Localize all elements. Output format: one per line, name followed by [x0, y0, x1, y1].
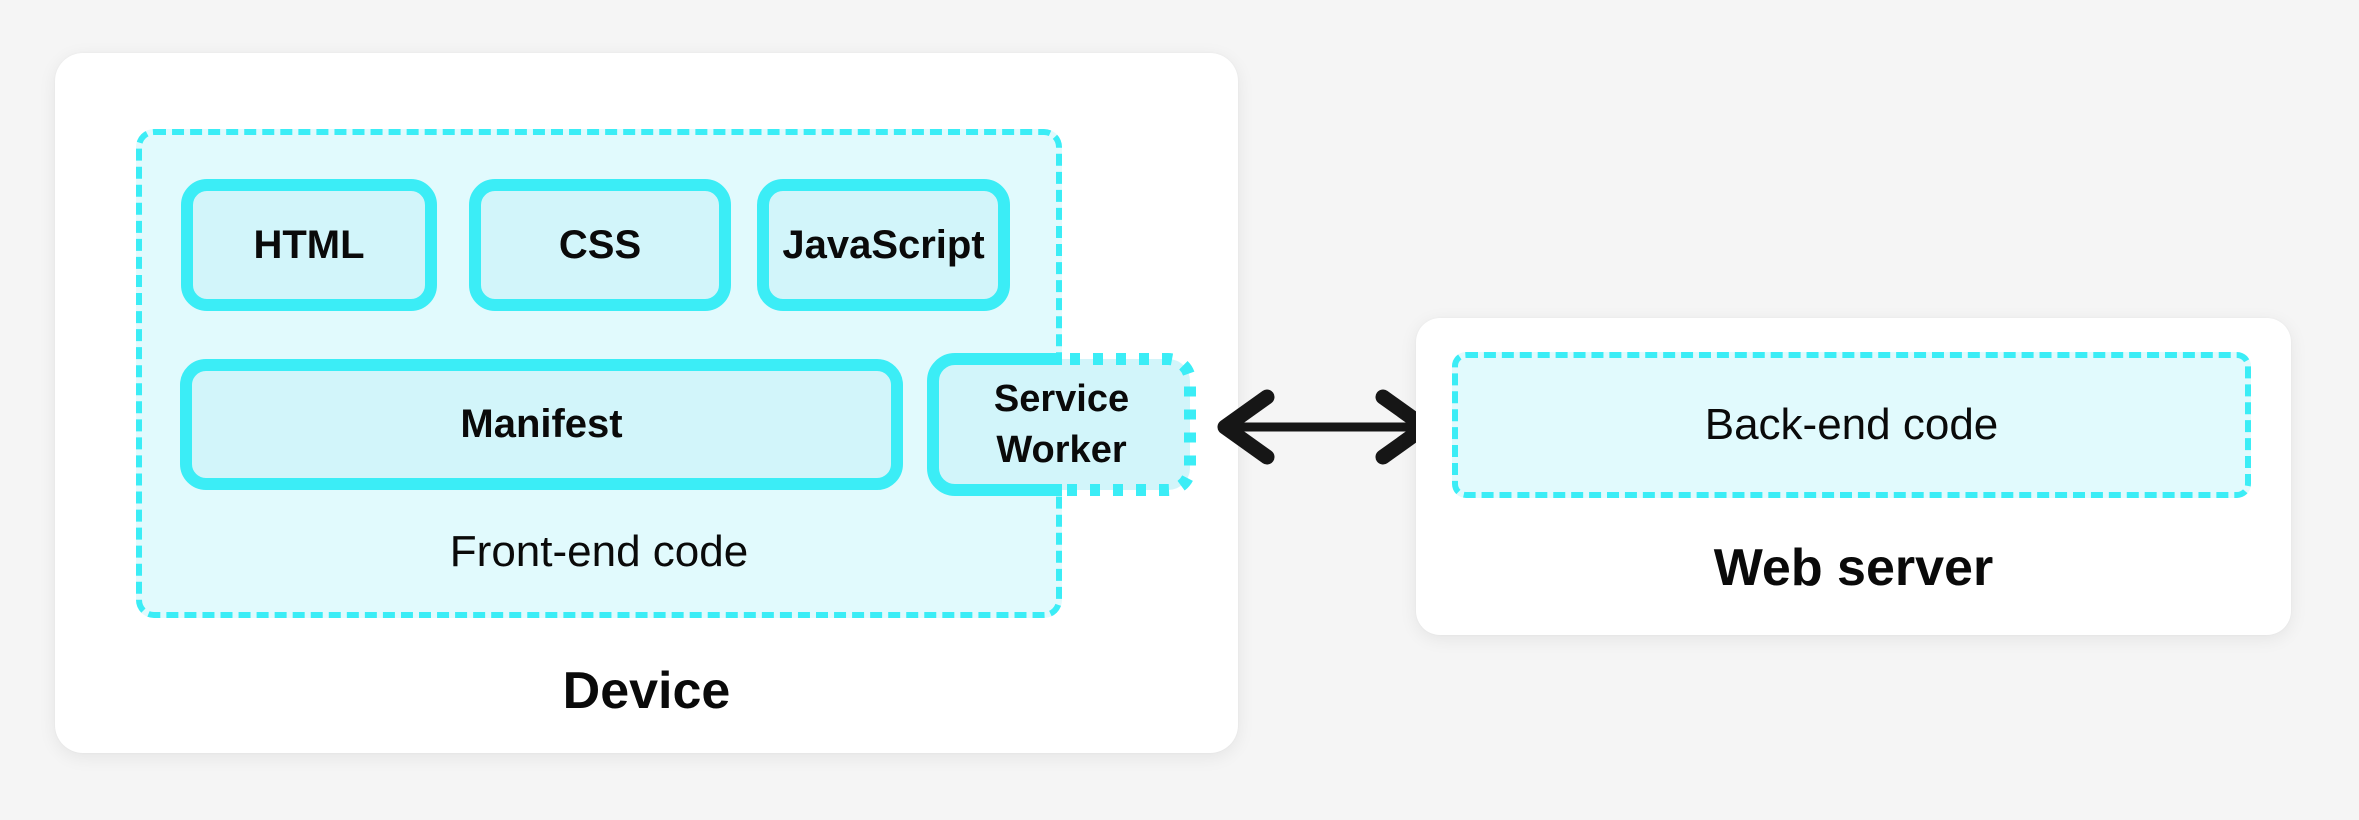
html-box: HTML — [181, 179, 437, 311]
css-box: CSS — [469, 179, 731, 311]
manifest-box-label: Manifest — [460, 402, 623, 446]
html-box-label: HTML — [253, 222, 365, 267]
web-server-label: Web server — [1713, 539, 1994, 597]
manifest-box: Manifest — [180, 359, 903, 490]
device-label: Device — [562, 662, 731, 720]
css-box-label: CSS — [558, 222, 642, 267]
backend-code-box: Back-end code — [1452, 352, 2251, 498]
service-worker-box-label: Service Worker — [993, 378, 1130, 471]
javascript-box: JavaScript — [757, 179, 1010, 311]
double-arrow-icon — [1217, 389, 1433, 465]
javascript-box-label: JavaScript — [782, 222, 985, 267]
backend-code-label: Back-end code — [1704, 400, 1999, 449]
frontend-code-label: Front-end code — [449, 527, 749, 576]
service-worker-box: Service Worker — [933, 359, 1190, 490]
